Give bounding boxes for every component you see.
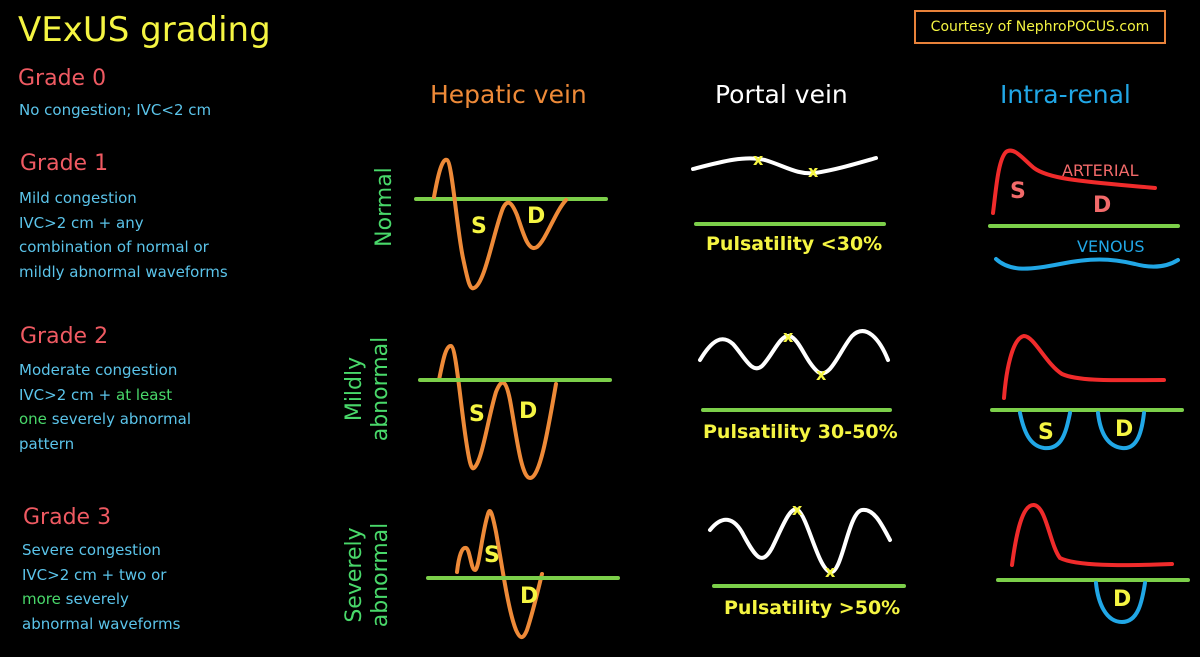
- grade-2-text-part: severely abnormal: [46, 410, 191, 428]
- grade-3-line: IVC>2 cm + two or: [22, 565, 167, 584]
- pulsatility-severe: Pulsatility >50%: [724, 597, 900, 619]
- renal-mild-d-label: D: [1115, 417, 1133, 442]
- pulsatility-mild: Pulsatility 30-50%: [703, 421, 898, 443]
- hepatic-mild-d-label: D: [519, 399, 537, 424]
- renal-severe-d-label: D: [1113, 587, 1131, 612]
- grade-2-heading: Grade 2: [20, 324, 109, 349]
- grade-1-line: mildly abnormal waveforms: [19, 262, 228, 281]
- renal-mild-arterial: [1002, 334, 1166, 400]
- grade-3-highlight: more: [22, 590, 61, 608]
- grade-3-text-part: severely: [60, 590, 129, 608]
- hepatic-normal-waveform: [432, 157, 568, 291]
- grade-3-line: Severe congestion: [22, 541, 161, 559]
- hepatic-severe-waveform: [455, 509, 544, 640]
- portal-marker: x: [808, 162, 819, 181]
- hepatic-mild-s-label: S: [469, 402, 485, 427]
- portal-marker: x: [816, 365, 827, 384]
- portal-severe-waveform: [708, 507, 892, 574]
- column-header-renal: Intra-renal: [1000, 80, 1131, 109]
- renal-severe-arterial: [1010, 503, 1174, 568]
- pulsatility-normal: Pulsatility <30%: [706, 233, 882, 255]
- grade-3-text: Severe congestion IVC>2 cm + two or more…: [22, 538, 180, 636]
- page-title: VExUS grading: [18, 10, 271, 50]
- hepatic-mild-waveform: [437, 344, 558, 480]
- renal-mild-s-label: S: [1038, 420, 1054, 445]
- grade-1-line: IVC>2 cm + any: [19, 213, 144, 232]
- hepatic-normal-s-label: S: [471, 214, 487, 239]
- column-header-portal: Portal vein: [715, 80, 848, 109]
- renal-normal-d-label: D: [1093, 193, 1111, 218]
- courtesy-credit: Courtesy of NephroPOCUS.com: [914, 10, 1166, 44]
- grade-2-text: Moderate congestion IVC>2 cm + at least …: [19, 358, 191, 456]
- grade-2-highlight: at least: [116, 385, 173, 404]
- grade-2-line: pattern: [19, 434, 75, 453]
- hepatic-severe-s-label: S: [484, 543, 500, 568]
- renal-normal-venous: [994, 257, 1180, 271]
- grade-2-line: IVC>2 cm + at least: [19, 383, 191, 408]
- renal-mild-venous-s: [1018, 411, 1072, 451]
- hepatic-normal-d-label: D: [527, 204, 545, 229]
- grade-2-text-part: IVC>2 cm +: [19, 385, 117, 404]
- venous-label: VENOUS: [1077, 237, 1144, 256]
- hepatic-severe-d-label: D: [520, 584, 538, 609]
- column-header-hepatic: Hepatic vein: [430, 80, 587, 109]
- renal-normal-arterial: [991, 148, 1157, 215]
- grade-3-line: more severely: [22, 587, 180, 612]
- portal-marker: x: [753, 150, 764, 169]
- portal-marker: x: [792, 500, 803, 519]
- grade-3-heading: Grade 3: [23, 505, 112, 530]
- grade-1-line: combination of normal or: [19, 238, 209, 256]
- portal-mild-waveform: [698, 329, 890, 376]
- renal-mild-venous-d: [1096, 411, 1146, 451]
- renal-normal-s-label: S: [1010, 179, 1026, 204]
- portal-marker: x: [825, 562, 836, 581]
- grade-0-text: No congestion; IVC<2 cm: [19, 101, 212, 119]
- grade-0-heading: Grade 0: [18, 66, 107, 91]
- grade-1-text: Mild congestion IVC>2 cm + any combinati…: [19, 186, 228, 284]
- grade-2-highlight: one: [19, 410, 47, 428]
- grade-1-line: Mild congestion: [19, 189, 137, 207]
- portal-normal-waveform: [691, 156, 878, 176]
- grade-2-line: one severely abnormal: [19, 407, 191, 432]
- arterial-label: ARTERIAL: [1062, 161, 1139, 180]
- grade-3-line: abnormal waveforms: [22, 614, 181, 633]
- grade-2-line: Moderate congestion: [19, 361, 178, 379]
- renal-severe-venous-d: [1094, 581, 1147, 624]
- portal-marker: x: [783, 327, 794, 346]
- grade-1-heading: Grade 1: [20, 151, 109, 176]
